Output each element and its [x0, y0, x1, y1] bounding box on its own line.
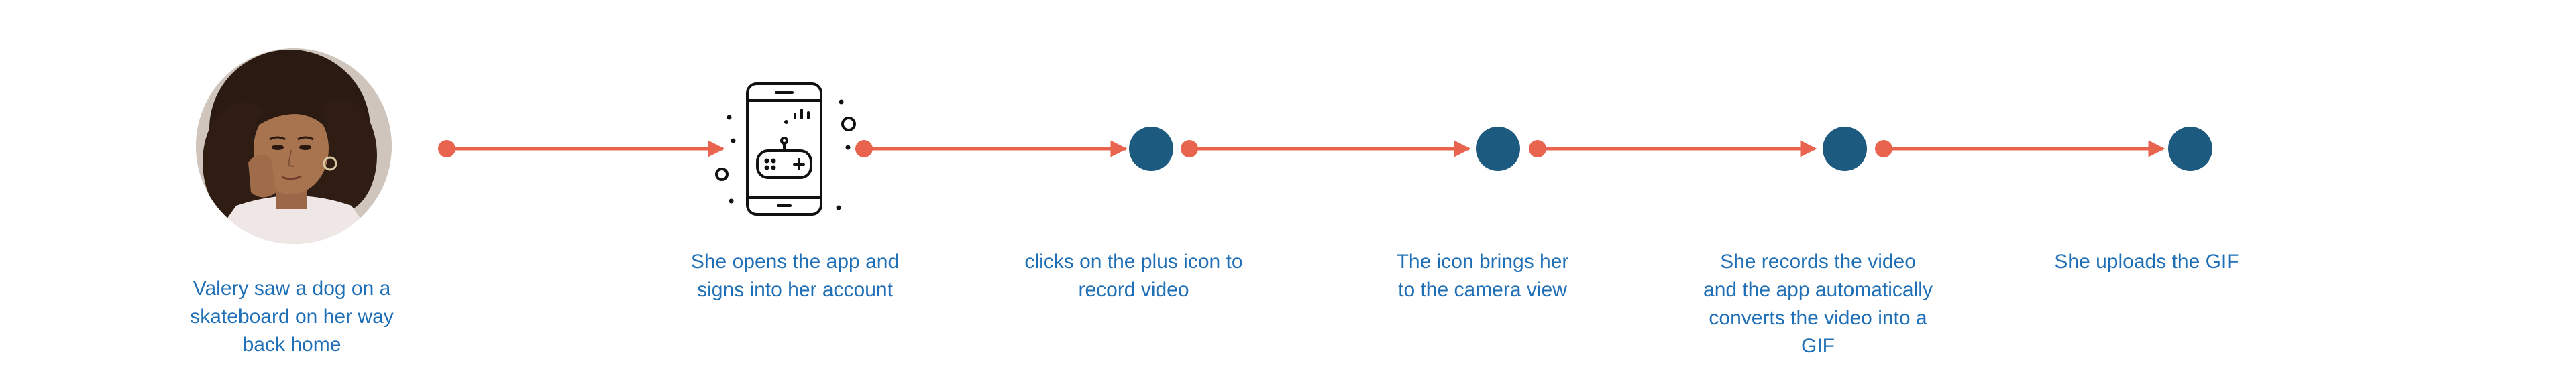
step-label-2: She opens the app and signs into her acc…: [690, 251, 900, 301]
step-label-5: She records the video and the app automa…: [1703, 251, 1933, 357]
persona-photo: [196, 48, 392, 244]
connector-start-dot: [438, 140, 455, 157]
connector-start-dot: [855, 140, 873, 157]
connector-4: [1529, 140, 1817, 157]
step-label-4: The icon brings her to the camera view: [1396, 251, 1569, 301]
connector-start-dot: [1529, 140, 1546, 157]
step-node-3: [1129, 127, 1173, 171]
step-label-3: clicks on the plus icon to record video: [1024, 251, 1243, 301]
step-node-5: [1823, 127, 1867, 171]
step-node-6: [2168, 127, 2212, 171]
connector-3: [1181, 140, 1471, 157]
connector-1: [438, 140, 725, 157]
connector-2: [855, 140, 1128, 157]
step-label-6: She uploads the GIF: [2054, 251, 2239, 273]
connector-start-dot: [1181, 140, 1198, 157]
connector-start-dot: [1875, 140, 1892, 157]
step-node-4: [1476, 127, 1520, 171]
step-label-1: Valery saw a dog on a skateboard on her …: [190, 277, 394, 356]
smartphone-gamepad-icon: [711, 74, 879, 228]
connector-5: [1875, 140, 2165, 157]
